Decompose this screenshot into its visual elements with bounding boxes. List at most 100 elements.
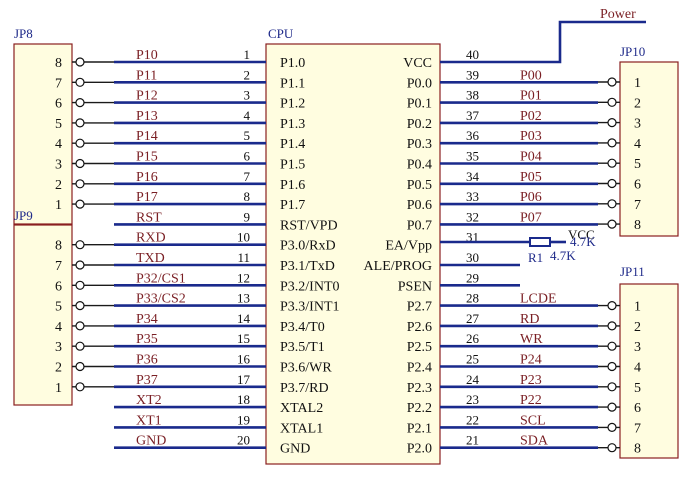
net-label: P10 — [136, 48, 158, 63]
pin-name: P3.7/RD — [280, 381, 329, 396]
power-label: Power — [600, 7, 636, 22]
jp8-pin-7: 7 — [55, 76, 114, 91]
jp11-pin-7: 7 — [598, 421, 641, 436]
pin-number: 7 — [55, 259, 62, 274]
pin-number: 16 — [237, 352, 251, 367]
pin-circle — [75, 361, 85, 372]
pin-number: 18 — [237, 392, 250, 407]
pin-name: P0.5 — [407, 178, 432, 193]
net-label: P37 — [136, 373, 158, 388]
pin-number: 2 — [634, 320, 641, 335]
net-label: RD — [520, 312, 539, 327]
pin-name: P1.0 — [280, 56, 305, 71]
pin-name: P3.3/INT1 — [280, 300, 340, 315]
pin-number: 1 — [634, 76, 641, 91]
pin-number: 4 — [634, 361, 641, 376]
net-label: RST — [136, 210, 162, 225]
pin-circle — [75, 321, 85, 331]
pin-number: 6 — [55, 97, 62, 112]
pin-number: 2 — [244, 67, 251, 82]
pin-number: 35 — [466, 149, 479, 164]
jp8-pin-4: 4 — [55, 137, 114, 152]
pin-name: VCC — [403, 56, 432, 71]
pin-name: P0.0 — [407, 76, 432, 91]
pin-circle — [607, 199, 617, 209]
jp11-pin-1: 1 — [598, 300, 641, 315]
pin-circle — [607, 158, 617, 168]
jp10-body — [619, 61, 679, 237]
pin-number: 34 — [466, 169, 480, 184]
net-label: P05 — [520, 170, 542, 185]
jp9-pin-7: 7 — [55, 259, 114, 274]
r1-value: 4.7K — [550, 248, 576, 263]
pin-number: 5 — [634, 157, 641, 172]
pin-name: PSEN — [398, 279, 432, 294]
pin-number: 1 — [634, 300, 641, 315]
pin-name: P2.2 — [407, 401, 432, 416]
cpu-pin-40: VCC 40 — [403, 47, 479, 71]
net-label: RXD — [136, 231, 166, 246]
pin-number: 7 — [244, 169, 251, 184]
pin-name: P2.5 — [407, 340, 432, 355]
jp10-pin-5: 5 — [598, 157, 641, 172]
jp10-pin-1: 1 — [598, 76, 641, 91]
net-label: XT1 — [136, 413, 162, 428]
net-label: P35 — [136, 332, 158, 347]
pin-name: P3.1/TxD — [280, 259, 335, 274]
jp10-pin-8: 8 — [598, 218, 641, 233]
pin-name: RST/VPD — [280, 218, 338, 233]
pin-number: 7 — [634, 198, 641, 213]
pin-circle — [75, 118, 85, 128]
jp11-pin-6: 6 — [598, 401, 641, 416]
pin-number: 17 — [237, 372, 251, 387]
pin-name: XTAL1 — [280, 421, 323, 436]
pin-number: 5 — [244, 128, 251, 143]
net-label: TXD — [136, 251, 165, 266]
pin-name: XTAL2 — [280, 401, 323, 416]
pin-circle — [75, 240, 85, 250]
pin-number: 1 — [55, 198, 62, 213]
jp11-body — [619, 283, 679, 459]
pin-name: P2.6 — [407, 320, 432, 335]
r1-ref: R1 — [528, 250, 543, 265]
jp9-title: JP9 — [14, 208, 33, 223]
pin-number: 40 — [466, 47, 479, 62]
power-wire — [440, 20, 646, 64]
pin-name: P3.5/T1 — [280, 340, 325, 355]
cpu-body — [265, 43, 441, 465]
jp10-pin-2: 2 — [598, 96, 641, 111]
jp11-pin-3: 3 — [598, 340, 641, 355]
pin-name: P2.0 — [407, 442, 432, 457]
pin-circle — [75, 260, 85, 270]
pin-circle — [75, 77, 85, 87]
pin-name: P1.4 — [280, 137, 305, 152]
jp10-pin-6: 6 — [598, 178, 641, 193]
pin-number: 5 — [55, 300, 62, 315]
jp8-title: JP8 — [14, 26, 33, 41]
pin-number: 27 — [466, 311, 480, 326]
r1-resistor — [529, 237, 551, 247]
jp10-pin-4: 4 — [598, 137, 641, 152]
jp8-pin-5: 5 — [55, 117, 114, 132]
pin-number: 3 — [55, 340, 62, 355]
pin-name: P3.2/INT0 — [280, 279, 340, 294]
net-label: P11 — [136, 68, 157, 83]
net-label: P02 — [520, 109, 542, 124]
pin-name: P2.4 — [407, 361, 432, 376]
pin-circle — [607, 321, 617, 331]
